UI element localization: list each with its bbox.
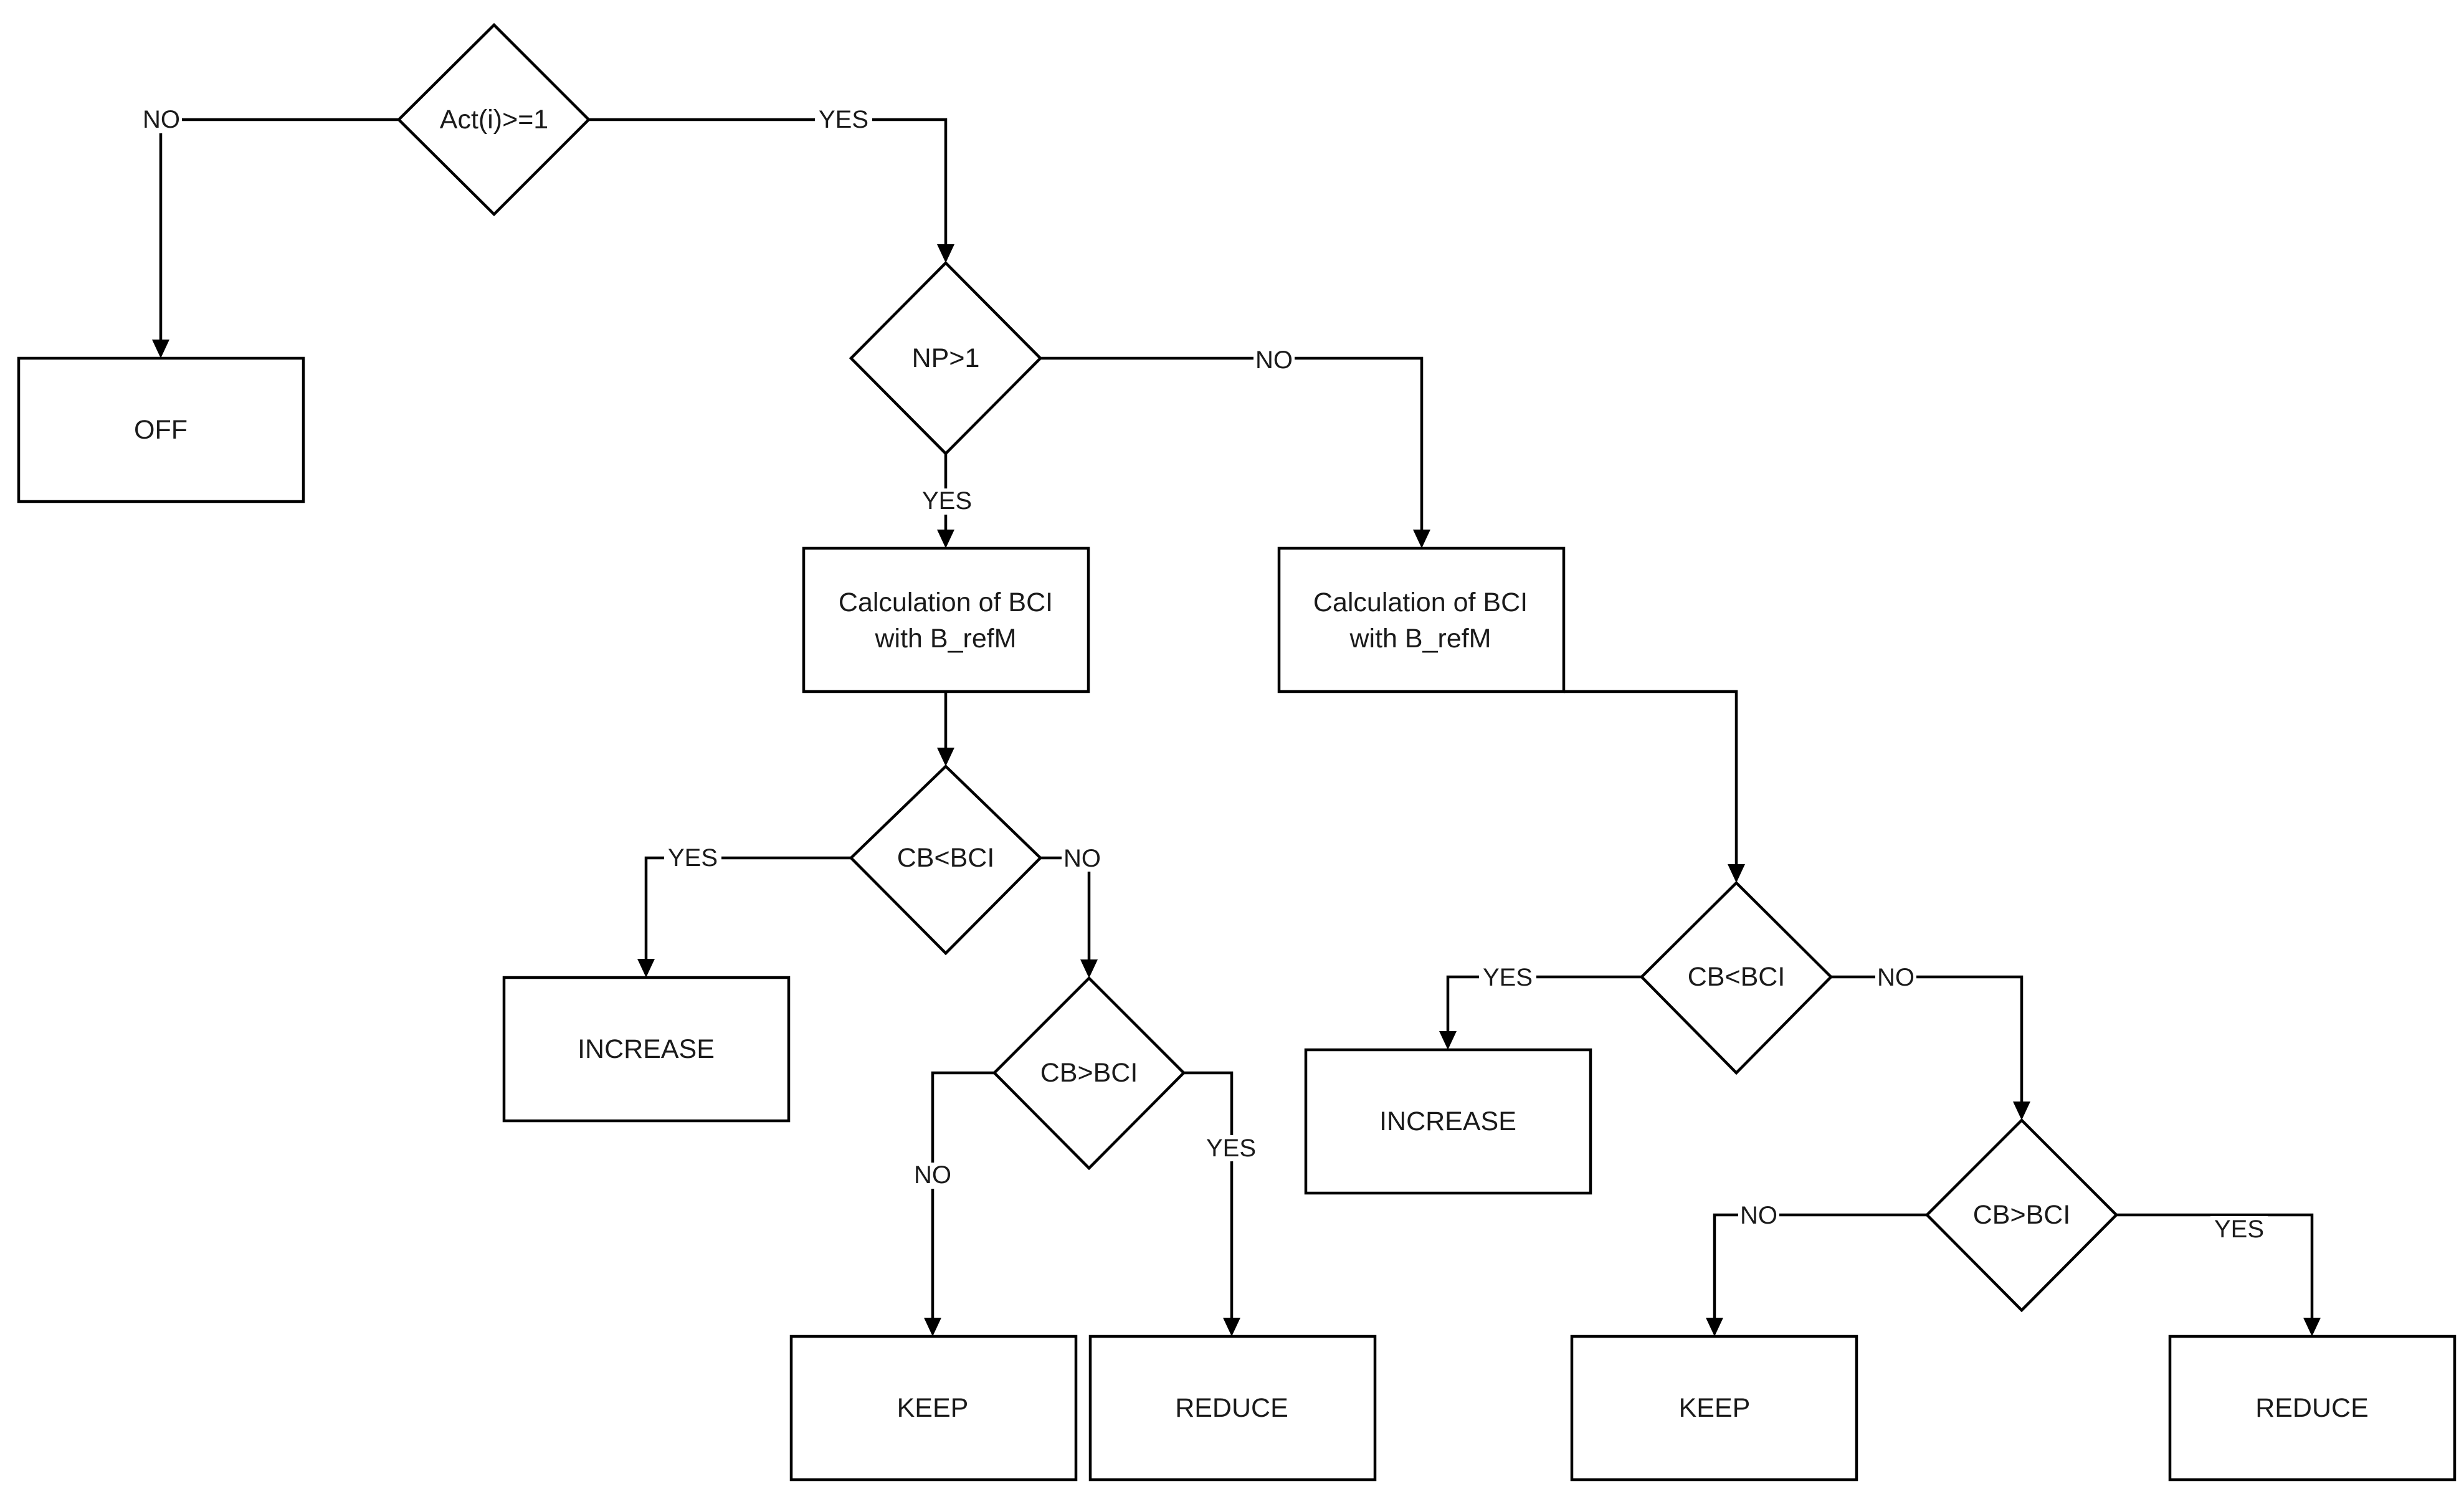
edge-cbgt-left-no	[931, 1071, 994, 1320]
process-calc-left: Calculation of BCI with B_refM	[802, 546, 1090, 693]
edge-cblt-left-yes	[644, 856, 851, 961]
process-calc-left-line1: Calculation of BCI	[839, 588, 1053, 617]
decision-np: NP>1	[849, 260, 1043, 456]
arrowhead	[2303, 1318, 2321, 1336]
edge-np-no	[1040, 356, 1424, 531]
process-calc-right-line2: with B_refM	[1349, 624, 1491, 654]
process-increase-right-label: INCREASE	[1379, 1106, 1516, 1136]
process-calc-right: Calculation of BCI with B_refM	[1277, 546, 1566, 693]
arrowhead	[924, 1318, 941, 1336]
process-off: OFF	[17, 356, 305, 503]
decision-cb-lt-left-label: CB<BCI	[897, 843, 995, 873]
arrowhead	[2013, 1102, 2030, 1120]
decision-np-label: NP>1	[912, 343, 980, 373]
process-increase-left-label: INCREASE	[578, 1034, 715, 1064]
process-reduce-left-label: REDUCE	[1175, 1393, 1288, 1423]
decision-cb-gt-left: CB>BCI	[992, 976, 1186, 1171]
process-keep-left: KEEP	[789, 1335, 1078, 1482]
edge-label-cbgt-right-no: NO	[1740, 1202, 1777, 1229]
edge-cbgt-right-no	[1713, 1213, 1927, 1320]
edge-label-cblt-right-no: NO	[1877, 964, 1915, 991]
process-increase-left: INCREASE	[502, 976, 791, 1123]
process-off-label: OFF	[134, 415, 188, 445]
edge-label-cbgt-left-yes: YES	[1206, 1135, 1256, 1162]
process-keep-right: KEEP	[1570, 1335, 1858, 1482]
arrowhead	[1223, 1318, 1240, 1336]
arrowhead	[1439, 1031, 1457, 1050]
nodes: Act(i)>=1 OFF NP>1 Calculation of BCI wi…	[17, 22, 2457, 1482]
decision-cb-gt-left-label: CB>BCI	[1040, 1058, 1138, 1088]
edge-label-act-no: NO	[143, 106, 180, 133]
process-calc-left-line2: with B_refM	[874, 624, 1016, 654]
edge-label-cblt-left-yes: YES	[668, 844, 718, 872]
arrowhead	[1728, 864, 1745, 883]
arrowhead	[937, 748, 954, 766]
decision-cb-lt-right: CB<BCI	[1639, 880, 1834, 1075]
edge-act-no	[159, 118, 399, 341]
edge-label-cblt-left-no: NO	[1063, 845, 1101, 872]
edge-label-np-yes: YES	[922, 487, 972, 515]
decision-cb-lt-left: CB<BCI	[849, 764, 1043, 956]
edge-act-yes	[589, 118, 948, 246]
arrowhead	[1080, 959, 1098, 978]
edge-calc-right-to-cblt	[1564, 690, 1738, 866]
edge-label-act-yes: YES	[819, 106, 868, 133]
arrowhead	[1413, 530, 1430, 548]
process-keep-left-label: KEEP	[897, 1393, 969, 1423]
decision-cb-gt-right: CB>BCI	[1924, 1118, 2119, 1313]
decision-act: Act(i)>=1	[396, 22, 591, 217]
edge-label-cbgt-left-no: NO	[914, 1161, 951, 1189]
process-increase-right: INCREASE	[1304, 1048, 1592, 1195]
edge-label-np-no: NO	[1255, 346, 1293, 374]
decision-cb-lt-right-label: CB<BCI	[1688, 962, 1786, 992]
edge-cbgt-right-yes	[2116, 1213, 2314, 1320]
process-calc-right-line1: Calculation of BCI	[1313, 588, 1528, 617]
decision-cb-gt-right-label: CB>BCI	[1973, 1200, 2071, 1230]
arrowhead	[637, 959, 655, 978]
edge-cblt-right-no	[1831, 975, 2024, 1103]
arrowhead	[937, 530, 954, 548]
process-reduce-right: REDUCE	[2168, 1335, 2457, 1482]
edge-cblt-right-yes	[1446, 975, 1642, 1033]
edge-cblt-left-no	[1040, 856, 1091, 961]
arrowhead	[937, 244, 954, 263]
edge-label-cblt-right-yes: YES	[1483, 964, 1533, 991]
process-keep-right-label: KEEP	[1679, 1393, 1751, 1423]
edge-cbgt-left-yes	[1184, 1071, 1234, 1320]
process-reduce-right-label: REDUCE	[2255, 1393, 2369, 1423]
edge-label-cbgt-right-yes: YES	[2214, 1216, 2264, 1243]
arrowhead	[1706, 1318, 1723, 1336]
arrowhead	[152, 340, 169, 358]
edge-labels: NO YES NO YES YES NO NO YES YES NO NO YE…	[141, 106, 2268, 1243]
decision-act-label: Act(i)>=1	[440, 105, 548, 135]
process-reduce-left: REDUCE	[1088, 1335, 1377, 1482]
